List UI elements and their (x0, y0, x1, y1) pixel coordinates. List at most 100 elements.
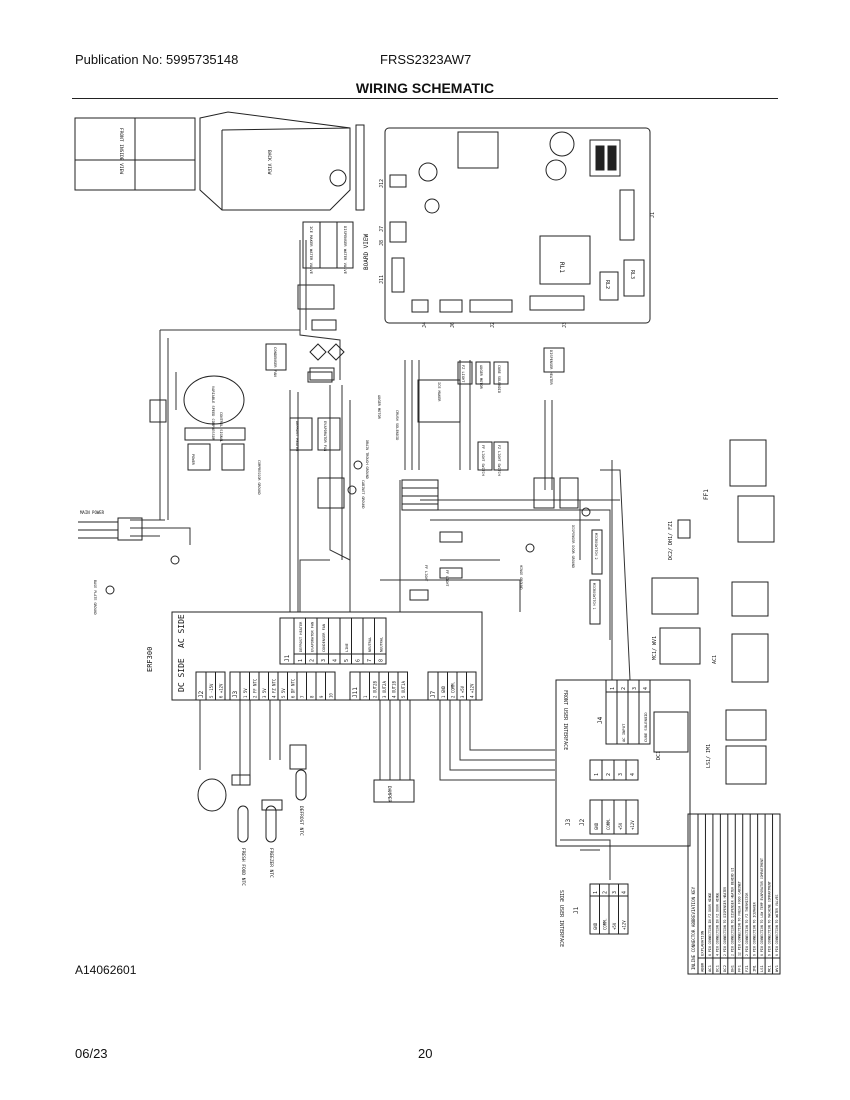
ff1-label: FF1 (703, 489, 710, 500)
dc2-dh1-fz1-label: DC2/ DH1/ FZ1 (668, 521, 674, 560)
board-j11-label: J11 (379, 275, 385, 284)
ff-light-1-label: FF LIGHT (445, 570, 449, 586)
defrost-heater (289, 417, 313, 451)
key-table-explanation: 2 PIN CONNECTION TO DISPENSER HEATER (723, 887, 727, 956)
side-j1-label: J1 (573, 906, 580, 914)
key-table-abbr: AC1 (707, 964, 712, 972)
key-table-abbr: LS1 (759, 964, 764, 972)
dc-header-pin: 10 (329, 693, 334, 698)
key-table-abbr: WV1 (774, 964, 779, 972)
front-j4-pin: 1 (610, 687, 616, 690)
splice-block (149, 399, 167, 423)
front-j4-pin-label: CUBE SOLENOID (643, 712, 648, 742)
control-signal-label: CONTROL SIGNAL (219, 412, 223, 442)
relay-rl3-label: RL3 (629, 270, 635, 279)
freezer-ntc-label: FREEZER NTC (268, 848, 274, 878)
board-j6-label: J6 (450, 322, 456, 328)
front-j4-label: J4 (597, 716, 604, 724)
title-rule (72, 98, 778, 99)
front-j2-pin: +12V (630, 820, 635, 830)
board-j3-label: J3 (562, 322, 568, 328)
board-j12-label: J12 (379, 179, 385, 188)
dispenser-water-valve: DISPENSER WATER VALVE (343, 226, 348, 275)
dc-header-label: J11 (352, 687, 359, 698)
ice-maker-water-valve: ICE MAKER WATER VALVE (309, 226, 314, 275)
dc-header-pin: 3 +5V (460, 685, 465, 698)
key-table-explanation: 6 PIN CONNECTION TO MACHINE COMPARTMENT (768, 881, 772, 956)
header-j2-board (469, 299, 513, 313)
j1-ac-pin: 6 (356, 659, 362, 662)
ice-components: AUGER MOTOR CRUSH SOLENOID ICE MAKER FZ … (377, 347, 603, 625)
j1-ac-pin-label: EVAPORATOR FAN (311, 622, 315, 652)
dc-header-label: J2 (198, 690, 205, 698)
dc-header-label: J3 (232, 690, 239, 698)
relay-rl1-label: RL1 (558, 262, 565, 273)
front-j4-pin: 3 (632, 687, 638, 690)
side-j1-pin-label: GND (593, 922, 598, 930)
dc-header-pin: 3 OUT2A (382, 681, 387, 698)
defrost-heater-label: DEFROST HEATER (295, 421, 299, 452)
side-j1-pin: 1 (593, 891, 599, 894)
j1-ac-pin-label: LINE (345, 643, 349, 652)
compressor-label: VARIABLE SPEED COMPRESSOR (211, 386, 215, 441)
key-table-header: EXPLANATION (699, 930, 704, 956)
relay-rl2-label: RL2 (604, 280, 610, 289)
j1-ac-pin: 2 (310, 659, 316, 662)
cabinet-ground-label: CABINET GROUND (361, 480, 365, 509)
fresh-food-ntc-label: FRESH FOOD NTC (240, 848, 246, 886)
ff-light-switch-label: FF LIGHT SWITCH (481, 445, 485, 476)
main-power-label: MAIN POWER (80, 510, 105, 515)
j1-ac-pin-label: CONDENSER FAN (322, 624, 326, 652)
j1-ac-pin: 4 (333, 659, 339, 662)
compressor-group: VARIABLE SPEED COMPRESSOR POWER CONTROL … (149, 343, 345, 495)
front-j3-pin: 3 (618, 773, 624, 776)
j1-ac-pin-label: DEFROST HEATER (299, 621, 303, 652)
hinge-ground-label: HINGE GROUND (519, 565, 523, 590)
dc-header-pin: 7 (300, 695, 305, 698)
front-j3-pin: 4 (630, 773, 636, 776)
header-j12-board (389, 174, 407, 188)
board-j7-label: J7 (379, 226, 385, 232)
fz-light-label: FZ LIGHT (461, 365, 465, 383)
compressor-ground-label: COMPRESSOR GROUND (257, 460, 261, 495)
board-j8-label: J8 (379, 240, 385, 246)
header-j8-board (389, 221, 407, 243)
freezer-components: DEFROST HEATER EVAPORATOR FAN DRAIN TROU… (289, 417, 439, 511)
header-j3-board (529, 295, 585, 311)
drawing-id: A14062601 (75, 963, 137, 977)
water-valves: ICE MAKER WATER VALVE DISPENSER WATER VA… (297, 221, 354, 383)
header-j4-board (411, 299, 429, 313)
board-j2-label: J2 (490, 322, 496, 328)
key-table-abbr: IM1 (752, 964, 757, 972)
ff1-connector-b (737, 495, 775, 543)
evaporator-fan (317, 417, 341, 451)
key-table-explanation: 4 PIN CONNECTION IN FZ DOOR HINGE (715, 893, 719, 956)
key-table-explanation: 6 PIN CONNECTION TO WATER VALVES (775, 895, 779, 956)
cube-solenoid-label: CUBE SOLENOID (497, 365, 501, 393)
j1-ac-pin: 8 (379, 659, 385, 662)
dc-header-label: J7 (430, 690, 437, 698)
microswitch-1-label: MICROSWITCH 1 (592, 583, 596, 610)
ac1-label: AC1 (712, 655, 718, 664)
damper-label: DAMPER (386, 786, 392, 803)
key-table-explanation: 2 PIN CONNECTION TO DISPENSER HEATER BEH… (730, 868, 734, 956)
j1-ac-pin-label: NEUTRAL (368, 637, 372, 652)
microswitch-1 (589, 579, 601, 625)
ls1-im1-label: LS1/ IM1 (706, 744, 712, 768)
front-inside-view-label: FRONT INSIDE VIEW (118, 128, 124, 174)
key-table-explanation: 2 PIN CONNECTION TO FZ THERMISTOR (745, 893, 749, 956)
board-j4-label: J4 (422, 322, 428, 328)
back-view (199, 111, 351, 211)
front-j2-pin: COMM. (606, 818, 611, 830)
crush-solenoid-label: CRUSH SOLENOID (395, 410, 399, 440)
dc-header-pin: 4 OUT1B (392, 681, 397, 698)
dc-header-pin: 4 +12V (470, 683, 475, 698)
model-number: FRSS2323AW7 (380, 52, 472, 67)
evaporator-fan-label: EVAPORATOR FAN (323, 421, 327, 451)
front-ui-title: FRONT USER INTERFACE (562, 690, 568, 750)
j1-ac-pin: 5 (344, 659, 350, 662)
dc-header-pin: 5 5V (281, 688, 286, 698)
key-table-title: INLINE CONNECTOR ABBREVIATION KEY (691, 886, 696, 970)
